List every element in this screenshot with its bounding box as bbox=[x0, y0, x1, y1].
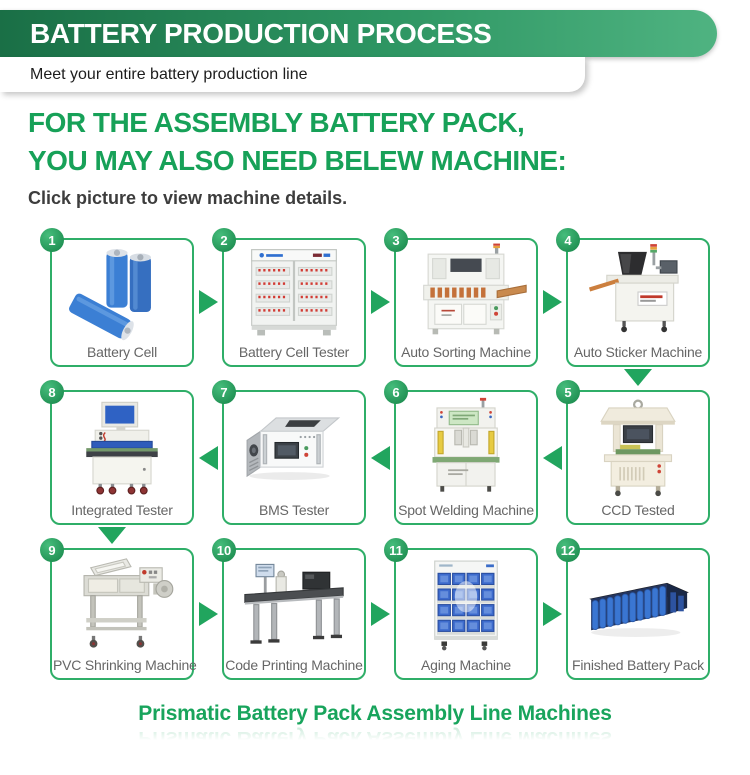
bms-tester-illustration bbox=[246, 417, 341, 480]
machine-card-code-printing-machine[interactable]: 10 bbox=[212, 538, 366, 680]
integrated-tester-image[interactable] bbox=[55, 395, 189, 499]
machine-card-integrated-tester[interactable]: 8 Integrated Tester bbox=[40, 380, 194, 525]
code-printing-machine-image[interactable] bbox=[227, 553, 361, 654]
footer-caption-reflection: Prismatic Battery Pack Assembly Line Mac… bbox=[138, 727, 612, 750]
heading-line-1: FOR THE ASSEMBLY BATTERY PACK, bbox=[28, 107, 525, 138]
machine-label: Integrated Tester bbox=[71, 502, 173, 518]
flow-arrow-right-icon bbox=[371, 602, 390, 626]
machine-card-battery-cell[interactable]: 1 Battery Cell bbox=[40, 228, 194, 367]
ccd-tested-image[interactable] bbox=[571, 395, 705, 499]
machine-card-pvc-shrinking-machine[interactable]: 9 bbox=[40, 538, 197, 680]
click-note: Click picture to view machine details. bbox=[28, 188, 348, 208]
pvc-shrinking-machine-illustration bbox=[83, 558, 174, 648]
pvc-shrinking-machine-image[interactable] bbox=[55, 553, 189, 654]
machine-label: Battery Cell bbox=[87, 344, 157, 360]
machine-card-battery-cell-tester[interactable]: 2 bbox=[212, 228, 366, 367]
battery-cell-image[interactable] bbox=[55, 243, 189, 341]
code-printing-machine-illustration bbox=[244, 563, 344, 644]
machine-label: BMS Tester bbox=[258, 502, 330, 518]
auto-sticker-machine-image[interactable] bbox=[571, 243, 705, 341]
step-badge: 8 bbox=[40, 380, 64, 404]
spot-welding-machine-image[interactable] bbox=[399, 395, 533, 499]
machine-label: Code Printing Machine bbox=[225, 657, 363, 673]
machine-label: Spot Welding Machine bbox=[398, 502, 534, 518]
step-badge: 10 bbox=[212, 538, 236, 562]
machine-label: PVC Shrinking Machine bbox=[53, 657, 197, 673]
aging-machine-illustration bbox=[434, 560, 498, 651]
flow-arrow-right-icon bbox=[199, 602, 218, 626]
bms-tester-image[interactable] bbox=[227, 395, 361, 499]
battery-cell-tester-image[interactable] bbox=[227, 243, 361, 341]
flow-arrow-left-icon bbox=[371, 446, 390, 470]
finished-battery-pack-image[interactable] bbox=[571, 553, 705, 654]
header-subtitle-box: Meet your entire battery production line bbox=[0, 57, 585, 92]
flow-arrow-left-icon bbox=[543, 446, 562, 470]
flow-arrow-down-icon bbox=[624, 369, 652, 386]
step-badge: 7 bbox=[212, 380, 236, 404]
machine-label: Aging Machine bbox=[420, 657, 511, 673]
step-badge: 9 bbox=[40, 538, 64, 562]
machine-card-aging-machine[interactable]: 11 bbox=[384, 538, 538, 680]
page-title: BATTERY PRODUCTION PROCESS bbox=[30, 17, 492, 49]
heading-line-2: YOU MAY ALSO NEED BELEW MACHINE: bbox=[28, 145, 567, 176]
step-badge: 6 bbox=[384, 380, 408, 404]
ccd-tested-illustration bbox=[600, 399, 676, 497]
flow-arrow-left-icon bbox=[199, 446, 218, 470]
machine-label: Finished Battery Pack bbox=[572, 657, 704, 673]
step-badge: 12 bbox=[556, 538, 580, 562]
auto-sorting-machine-image[interactable] bbox=[399, 243, 533, 341]
header-subtitle: Meet your entire battery production line bbox=[30, 65, 308, 83]
flow-arrow-right-icon bbox=[543, 602, 562, 626]
header-banner: BATTERY PRODUCTION PROCESS bbox=[0, 10, 717, 57]
finished-battery-pack-illustration bbox=[589, 582, 689, 637]
footer-caption: Prismatic Battery Pack Assembly Line Mac… bbox=[138, 702, 612, 725]
step-badge: 11 bbox=[384, 538, 408, 562]
step-badge: 5 bbox=[556, 380, 580, 404]
battery-cell-illustration bbox=[69, 249, 151, 341]
machine-label: Battery Cell Tester bbox=[238, 344, 350, 360]
machine-card-auto-sorting-machine[interactable]: 3 Auto Sor bbox=[384, 228, 538, 367]
machine-card-finished-battery-pack[interactable]: 12 Finished Battery Pack bbox=[556, 538, 710, 680]
intro-block: FOR THE ASSEMBLY BATTERY PACK, YOU MAY A… bbox=[28, 104, 567, 209]
spot-welding-machine-illustration bbox=[432, 397, 500, 492]
flow-arrow-right-icon bbox=[371, 290, 390, 314]
step-badge: 3 bbox=[384, 228, 408, 252]
machine-card-auto-sticker-machine[interactable]: 4 Auto Sti bbox=[556, 228, 710, 367]
step-badge: 1 bbox=[40, 228, 64, 252]
flow-arrow-right-icon bbox=[543, 290, 562, 314]
step-badge: 2 bbox=[212, 228, 236, 252]
battery-cell-tester-illustration bbox=[251, 249, 337, 336]
machine-card-spot-welding-machine[interactable]: 6 Spot Wel bbox=[384, 380, 538, 525]
auto-sticker-machine-illustration bbox=[589, 244, 679, 333]
auto-sorting-machine-illustration bbox=[423, 243, 527, 335]
aging-machine-image[interactable] bbox=[399, 553, 533, 654]
flow-arrow-down-icon bbox=[98, 527, 126, 544]
step-badge: 4 bbox=[556, 228, 580, 252]
machine-label: Auto Sorting Machine bbox=[401, 344, 531, 360]
machine-label: Auto Sticker Machine bbox=[573, 344, 703, 360]
machine-label: CCD Tested bbox=[601, 502, 675, 518]
machine-card-bms-tester[interactable]: 7 BMS Tester bbox=[212, 380, 366, 525]
machine-card-ccd-tested[interactable]: 5 CCD Tested bbox=[556, 380, 710, 525]
integrated-tester-illustration bbox=[86, 401, 158, 495]
flow-arrow-right-icon bbox=[199, 290, 218, 314]
